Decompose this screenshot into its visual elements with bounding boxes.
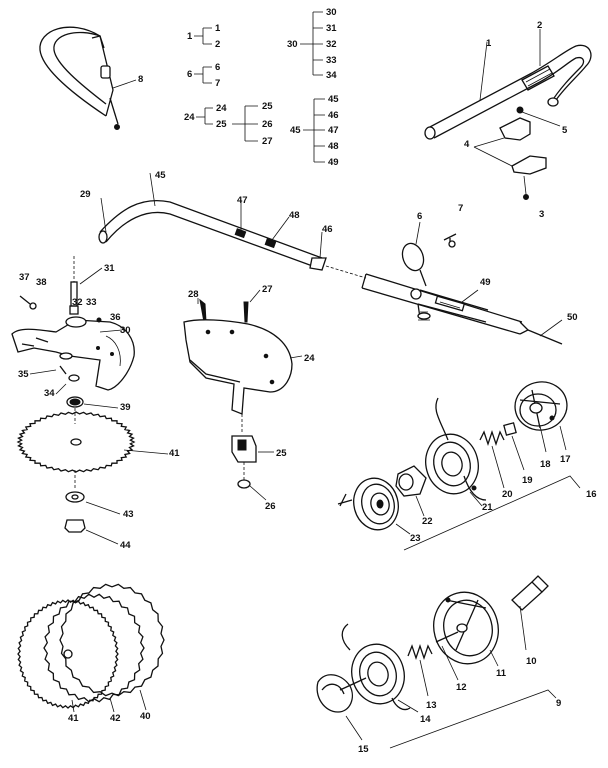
key-6-parent: 6 [187, 69, 192, 80]
key-30-child-e: 34 [326, 70, 337, 81]
callout-10: 10 [526, 656, 537, 667]
callout-11: 11 [496, 668, 507, 679]
blade-41-lower [17, 599, 119, 709]
harness-strap: 8 [39, 26, 143, 130]
callout-41-upper: 41 [169, 448, 180, 459]
callout-34: 34 [44, 388, 55, 399]
key-45-child-c: 47 [328, 125, 339, 136]
callout-50: 50 [567, 312, 578, 323]
callout-46: 46 [322, 224, 333, 235]
callout-33: 33 [86, 297, 97, 308]
callout-30: 30 [120, 325, 131, 336]
key-1-child-a: 1 [215, 23, 221, 34]
main-tube: 29 45 47 48 46 [80, 170, 367, 279]
callout-1: 1 [486, 38, 492, 49]
shaft-tube: 50 49 6 7 [361, 203, 578, 345]
callout-31: 31 [104, 263, 115, 274]
callout-16: 16 [586, 489, 597, 500]
callout-15: 15 [358, 744, 369, 755]
callout-18: 18 [540, 459, 551, 470]
callout-40: 40 [140, 711, 151, 722]
key-30-child-b: 31 [326, 23, 337, 34]
callout-5: 5 [562, 125, 568, 136]
key-25-child-c: 27 [262, 136, 273, 147]
key-30-child-c: 32 [326, 39, 337, 50]
callout-19: 19 [522, 475, 533, 486]
key-24-child-a: 24 [216, 103, 227, 114]
gear-head: 31 37 38 36 30 32 33 35 34 [11, 256, 135, 399]
callout-45: 45 [155, 170, 166, 181]
callout-38: 38 [36, 277, 47, 288]
callout-6: 6 [417, 211, 422, 222]
blade-set: 41 42 40 [17, 583, 165, 724]
callout-12: 12 [456, 682, 467, 693]
key-25-child-a: 25 [262, 101, 273, 112]
callout-36: 36 [110, 312, 121, 323]
key-30-child-a: 30 [326, 7, 337, 18]
key-30-parent: 30 [287, 39, 298, 50]
callout-9: 9 [556, 698, 561, 709]
key-1-child-b: 2 [215, 39, 220, 50]
key-45-child-a: 45 [328, 94, 339, 105]
callout-47: 47 [237, 195, 248, 206]
blade-stack: 39 41 43 44 [16, 396, 180, 551]
callout-42: 42 [110, 713, 121, 724]
callout-24: 24 [304, 353, 315, 364]
callout-20: 20 [502, 489, 513, 500]
callout-21: 21 [482, 502, 493, 513]
callout-44: 44 [120, 540, 131, 551]
callout-2: 2 [537, 20, 542, 31]
callout-29: 29 [80, 189, 91, 200]
key-45-child-d: 48 [328, 141, 339, 152]
callout-43: 43 [123, 509, 134, 520]
callout-48: 48 [289, 210, 300, 221]
callout-26: 26 [265, 501, 276, 512]
callout-41-lower: 41 [68, 713, 79, 724]
callout-14: 14 [420, 714, 431, 725]
key-6-child-a: 6 [215, 62, 220, 73]
key-45-parent: 45 [290, 125, 301, 136]
callout-37: 37 [19, 272, 30, 283]
callout-4: 4 [464, 139, 470, 150]
callout-23: 23 [410, 533, 421, 544]
key-25-child-b: 26 [262, 119, 273, 130]
shield-assembly: 28 27 24 25 26 [183, 284, 315, 512]
callout-32: 32 [72, 297, 83, 308]
blade-40 [59, 583, 165, 697]
callout-8: 8 [138, 74, 143, 85]
handle-assembly: 1 2 5 4 3 [424, 20, 592, 220]
callout-28-top: 28 [188, 289, 199, 300]
key-1-parent: 1 [187, 31, 193, 42]
callout-13: 13 [426, 700, 437, 711]
callout-49: 49 [480, 277, 491, 288]
key-45-child-b: 46 [328, 110, 339, 121]
callout-25: 25 [276, 448, 287, 459]
key-24-child-b: 25 [216, 119, 227, 130]
callout-22: 22 [422, 516, 433, 527]
key-24-parent: 24 [184, 112, 195, 123]
callout-7: 7 [458, 203, 463, 214]
grouping-key: 1 1 2 6 6 7 24 24 25 25 26 27 30 30 31 3… [184, 7, 339, 168]
callout-27: 27 [262, 284, 273, 295]
key-45-child-e: 49 [328, 157, 339, 168]
callout-3: 3 [539, 209, 544, 220]
callout-17: 17 [560, 454, 571, 465]
trimmer-head-16: 17 18 19 20 21 22 23 16 [337, 381, 597, 551]
key-6-child-b: 7 [215, 78, 220, 89]
key-30-child-d: 33 [326, 55, 337, 66]
blade-41-upper [16, 411, 136, 473]
callout-35: 35 [18, 369, 29, 380]
blade-42 [43, 593, 145, 703]
trimmer-head-9: 10 11 12 13 14 15 9 [316, 575, 561, 755]
callout-39: 39 [120, 402, 131, 413]
